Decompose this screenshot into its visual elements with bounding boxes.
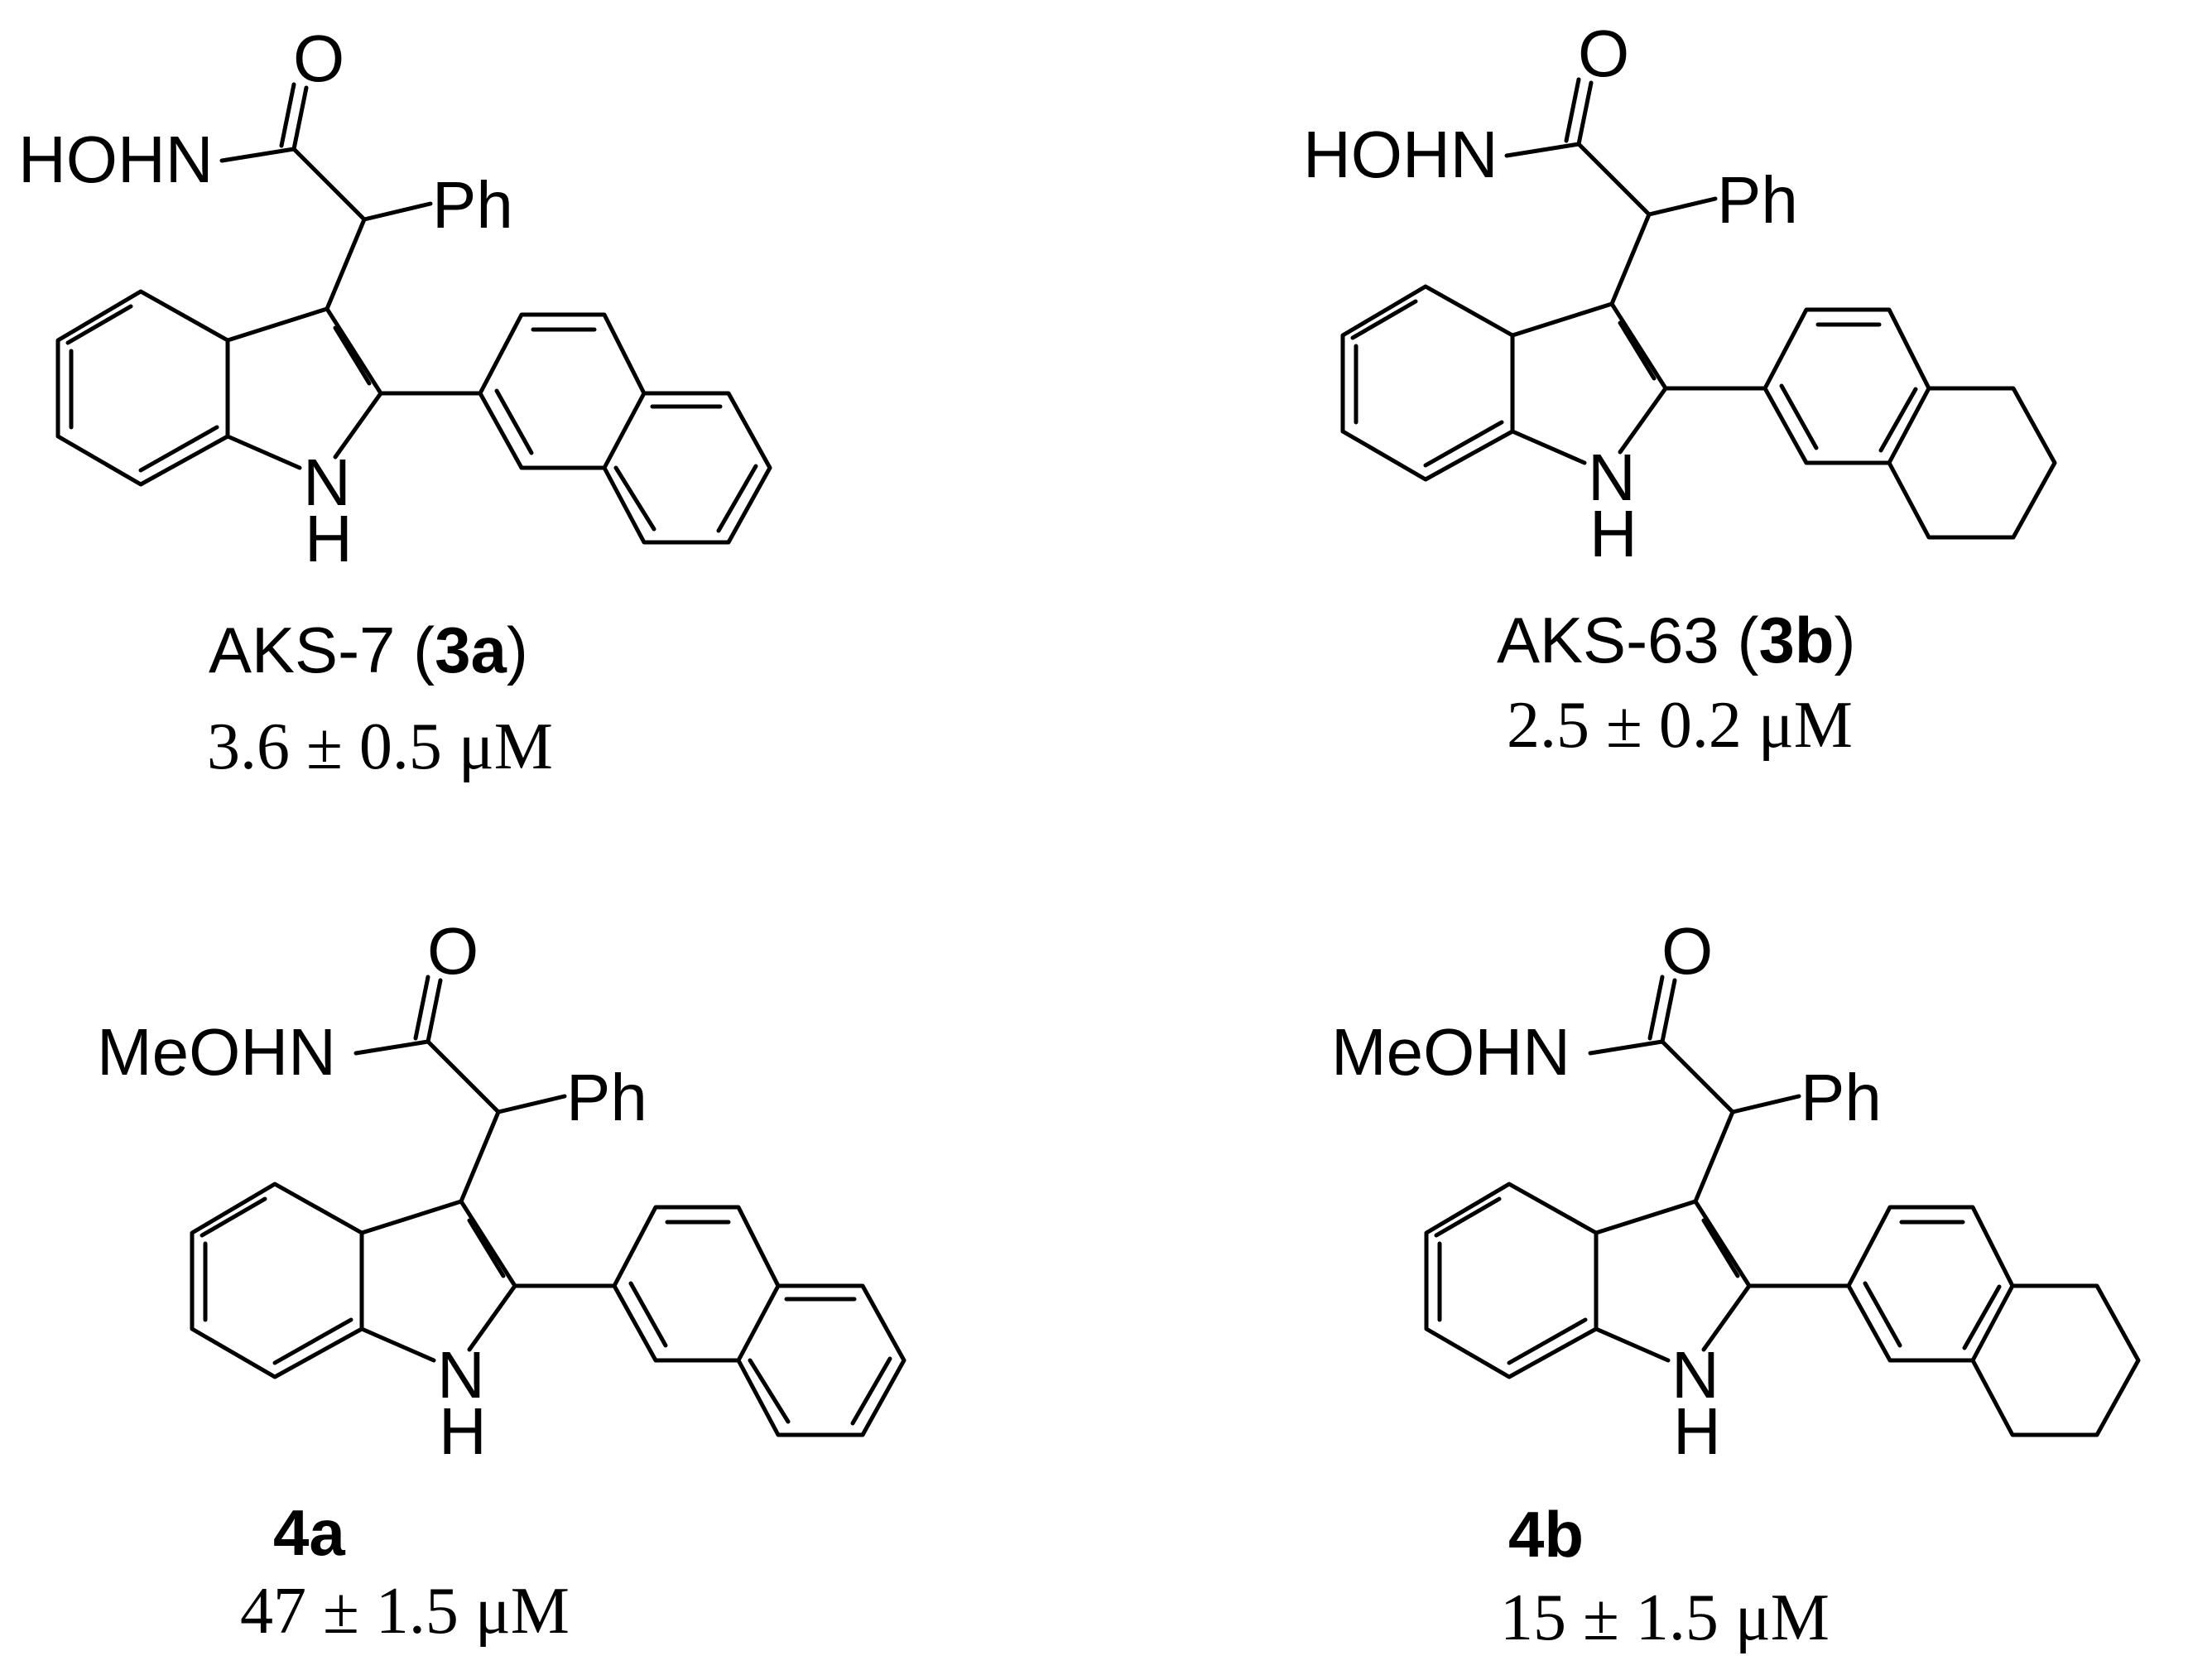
ic50-value-4a: 47 ± 1.5 μM xyxy=(240,1575,570,1648)
bonds-4b xyxy=(1424,975,2141,1437)
substituent-label-3a: HOHN xyxy=(18,123,214,196)
substituent-label-4b: MeOHN xyxy=(1331,1015,1570,1089)
atoms-3a: HOHN O Ph N H xyxy=(18,22,513,575)
nitrogen-label-4a: N xyxy=(437,1338,485,1412)
phenyl-label-3a: Ph xyxy=(432,168,513,242)
compound-name-3a: AKS-7 (3a) xyxy=(209,614,528,686)
hydrogen-label-3b: H xyxy=(1589,497,1637,570)
close-paren-3a: ) xyxy=(507,614,528,686)
ic50-value-3a: 3.6 ± 0.5 μM xyxy=(207,710,553,783)
phenyl-label-3b: Ph xyxy=(1717,163,1798,237)
hydrogen-label-3a: H xyxy=(305,502,353,575)
structure-3a: HOHN O Ph N H AKS-7 (3a) 3.6 ± 0.5 μM xyxy=(18,22,772,783)
hydrogen-label-4b: H xyxy=(1673,1394,1721,1468)
phenyl-label-4b: Ph xyxy=(1801,1061,1882,1134)
bonds-4a xyxy=(190,975,906,1437)
atoms-4b: MeOHN O Ph N H xyxy=(1331,914,1882,1468)
nitrogen-label-4b: N xyxy=(1671,1338,1719,1412)
oxygen-label-3a: O xyxy=(293,22,344,95)
ic50-value-3b: 2.5 ± 0.2 μM xyxy=(1507,689,1853,762)
structure-4b: MeOHN O Ph N H xyxy=(1331,914,2141,1468)
structure-4a: MeOHN O Ph N H xyxy=(97,914,906,1468)
structure-3b: HOHN O Ph N H AKS-63 (3b) 2.5 ± 0.2 μM xyxy=(1303,17,2057,762)
phenyl-label-4a: Ph xyxy=(566,1061,647,1134)
ic50-value-4b: 15 ± 1.5 μM xyxy=(1500,1581,1830,1654)
hydrogen-label-4a: H xyxy=(439,1394,487,1468)
oxygen-label-4b: O xyxy=(1661,914,1713,988)
bonds-3b xyxy=(1340,77,2057,540)
compound-id-3b: 3b xyxy=(1758,604,1834,676)
oxygen-label-3b: O xyxy=(1578,17,1629,90)
close-paren-3b: ) xyxy=(1835,604,1856,676)
compound-code-3b: AKS-63 xyxy=(1497,604,1719,676)
oxygen-label-4a: O xyxy=(427,914,478,988)
compound-id-4a: 4a xyxy=(273,1496,345,1569)
compound-id-3a: 3a xyxy=(435,614,507,686)
nitrogen-label-3b: N xyxy=(1588,440,1636,514)
nitrogen-label-3a: N xyxy=(303,445,351,519)
compound-id-4b: 4b xyxy=(1508,1498,1584,1571)
open-paren-3b: ( xyxy=(1737,604,1758,676)
bonds-3a xyxy=(55,82,772,545)
compound-code-3a: AKS-7 xyxy=(209,614,395,686)
atoms-4a: MeOHN O Ph N H xyxy=(97,914,647,1468)
compound-name-3b: AKS-63 (3b) xyxy=(1497,604,1855,676)
atoms-3b: HOHN O Ph N H xyxy=(1303,17,1798,570)
substituent-label-3b: HOHN xyxy=(1303,118,1498,191)
open-paren-3a: ( xyxy=(413,614,435,686)
substituent-label-4a: MeOHN xyxy=(97,1015,336,1089)
